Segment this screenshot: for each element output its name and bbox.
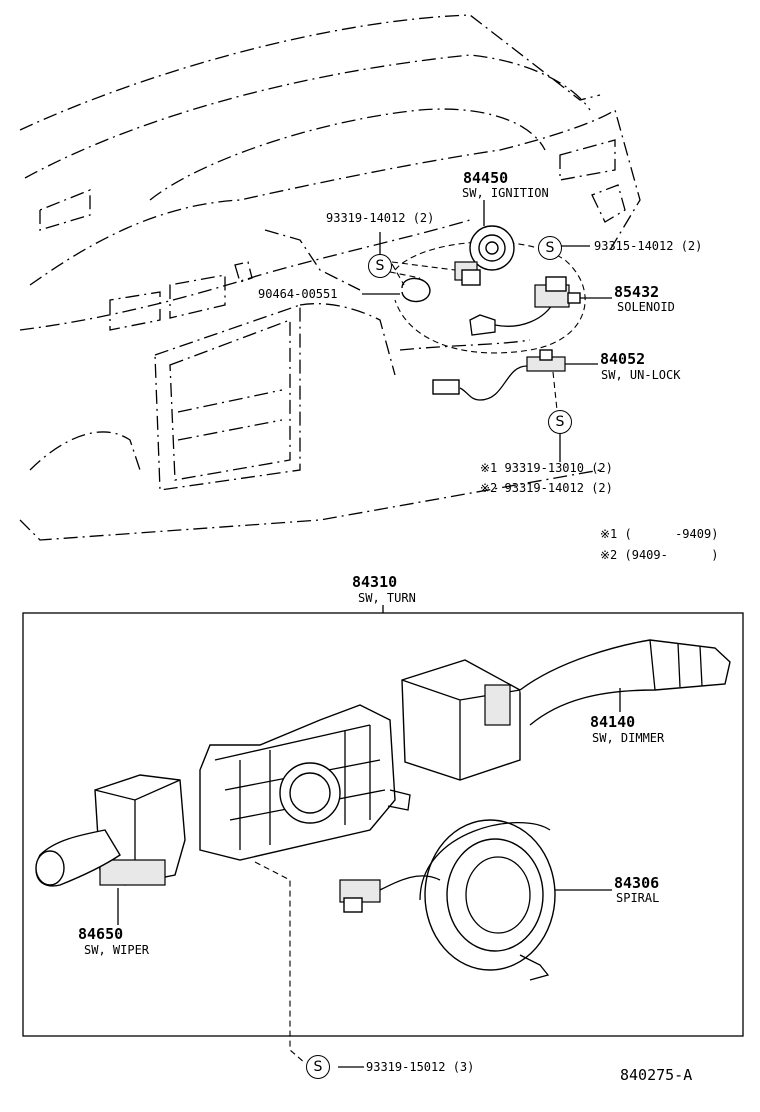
spiral-part-name: SPIRAL bbox=[616, 891, 660, 905]
footnote-2: ※2 (9409- ) bbox=[600, 548, 719, 562]
screw-symbol-top-left: S bbox=[368, 254, 392, 278]
footnote-1: ※1 ( -9409) bbox=[600, 527, 719, 541]
dimmer-switch-part bbox=[401, 639, 731, 781]
screw-symbol-top-right: S bbox=[538, 236, 562, 260]
wiper-part-name: SW, WIPER bbox=[84, 943, 150, 957]
screw-note-2: ※2 93319-14012 (2) bbox=[480, 481, 613, 495]
unlock-part-name: SW, UN-LOCK bbox=[601, 368, 681, 382]
unlock-part-number: 84052 bbox=[600, 350, 646, 368]
clip-part-number: 90464-00551 bbox=[258, 287, 338, 301]
turn-part-number: 84310 bbox=[352, 573, 398, 591]
screw-note-1: ※1 93319-13010 (2) bbox=[480, 461, 613, 475]
screw-symbol-unlock: S bbox=[548, 410, 572, 434]
spiral-cable-part bbox=[339, 819, 612, 981]
screw-top-right-label: 93315-14012 (2) bbox=[594, 239, 703, 253]
screw-symbol-bottom: S bbox=[306, 1055, 330, 1079]
ignition-part-name: SW, IGNITION bbox=[462, 186, 549, 200]
turn-part-name: SW, TURN bbox=[358, 591, 416, 605]
dimmer-part-number: 84140 bbox=[590, 713, 636, 731]
wiper-switch-part bbox=[35, 774, 186, 925]
dimmer-part-name: SW, DIMMER bbox=[592, 731, 665, 745]
wiper-part-number: 84650 bbox=[78, 925, 124, 943]
solenoid-part-name: SOLENOID bbox=[617, 300, 675, 314]
spiral-part-number: 84306 bbox=[614, 874, 660, 892]
ignition-part-number: 84450 bbox=[463, 169, 509, 187]
screw-bottom-label: 93319-15012 (3) bbox=[366, 1060, 475, 1074]
dashboard-outline bbox=[19, 14, 601, 131]
diagram-code: 840275-A bbox=[620, 1066, 693, 1084]
clip-part bbox=[362, 261, 456, 303]
solenoid-part bbox=[534, 276, 612, 308]
turn-switch-part bbox=[199, 704, 411, 861]
unlock-switch-part bbox=[432, 349, 598, 411]
ignition-switch-part bbox=[454, 200, 556, 336]
screw-top-left-label: 93319-14012 (2) bbox=[326, 211, 435, 225]
solenoid-part-number: 85432 bbox=[614, 283, 660, 301]
